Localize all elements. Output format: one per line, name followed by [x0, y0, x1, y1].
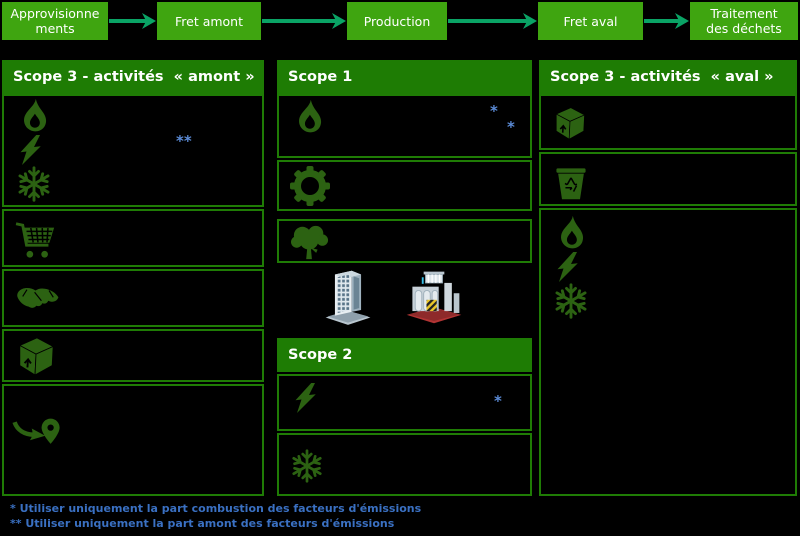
footnote-double-asterisk: ** Utiliser uniquement la part amont des… — [10, 517, 395, 530]
process-step-label: Fret amont — [174, 13, 244, 29]
header-scope3-amont: Scope 3 - activités « amont » — [2, 60, 264, 94]
tree-icon — [289, 223, 331, 261]
asterisk-marker: * — [507, 118, 515, 136]
row-upstream-travel — [2, 384, 264, 496]
row-upstream-purchases — [2, 209, 264, 267]
row-upstream-energy: ** — [2, 94, 264, 207]
arrow-shaft — [644, 19, 680, 23]
process-step-label: Production — [363, 13, 431, 29]
asterisk-marker: * — [494, 392, 502, 410]
snowflake-icon — [290, 449, 324, 483]
arrow-shaft — [262, 19, 337, 23]
arrow-shaft — [448, 19, 528, 23]
flow-arrow-icon — [262, 13, 346, 29]
header-scope1: Scope 1 — [277, 60, 532, 94]
process-step-label: Fret aval — [563, 13, 618, 29]
row-scope1-process — [277, 160, 532, 211]
row-scope2-electricity: * — [277, 374, 532, 431]
row-downstream-energy — [539, 208, 797, 496]
arrow-shaft — [109, 19, 147, 23]
shopping-cart-icon — [14, 219, 60, 259]
row-scope1-biomass — [277, 219, 532, 263]
flow-arrow-icon — [448, 13, 537, 29]
lightning-icon — [553, 251, 583, 283]
lightning-icon — [291, 382, 321, 414]
process-step-approvisionnements: Approvisionne ments — [2, 2, 108, 40]
double-asterisk-marker: ** — [176, 132, 192, 150]
row-scope1-combustion: * * — [277, 94, 532, 158]
header-scope2: Scope 2 — [277, 338, 532, 372]
package-cube-icon — [553, 105, 587, 141]
row-upstream-services — [2, 269, 264, 327]
process-step-fret-aval: Fret aval — [538, 2, 643, 40]
process-step-label: Traitement des déchets — [706, 6, 782, 36]
snowflake-icon — [16, 166, 52, 202]
snowflake-icon — [553, 283, 589, 319]
flame-icon — [291, 99, 327, 135]
row-downstream-freight — [539, 94, 797, 150]
flow-arrow-icon — [109, 13, 156, 29]
flow-arrow-icon — [644, 13, 689, 29]
header-scope3-aval: Scope 3 - activités « aval » — [539, 60, 797, 94]
row-downstream-waste — [539, 152, 797, 206]
process-step-label: Approvisionne ments — [10, 6, 100, 36]
office-building-icon — [320, 264, 376, 328]
flame-icon — [16, 98, 52, 134]
travel-pin-icon — [12, 415, 64, 451]
recycle-bin-icon — [553, 165, 589, 201]
asterisk-marker: * — [490, 102, 498, 120]
factory-icon — [403, 266, 465, 328]
package-cube-icon — [16, 334, 56, 378]
process-step-traitement-dechets: Traitement des déchets — [690, 2, 798, 40]
process-step-fret-amont: Fret amont — [157, 2, 261, 40]
footnote-single-asterisk: * Utiliser uniquement la part combustion… — [10, 502, 422, 515]
handshake-icon — [12, 282, 64, 316]
gear-icon — [290, 166, 330, 206]
flame-icon — [553, 215, 589, 251]
row-upstream-freight — [2, 329, 264, 382]
process-step-production: Production — [347, 2, 447, 40]
row-scope2-cooling — [277, 433, 532, 496]
lightning-icon — [16, 134, 46, 166]
